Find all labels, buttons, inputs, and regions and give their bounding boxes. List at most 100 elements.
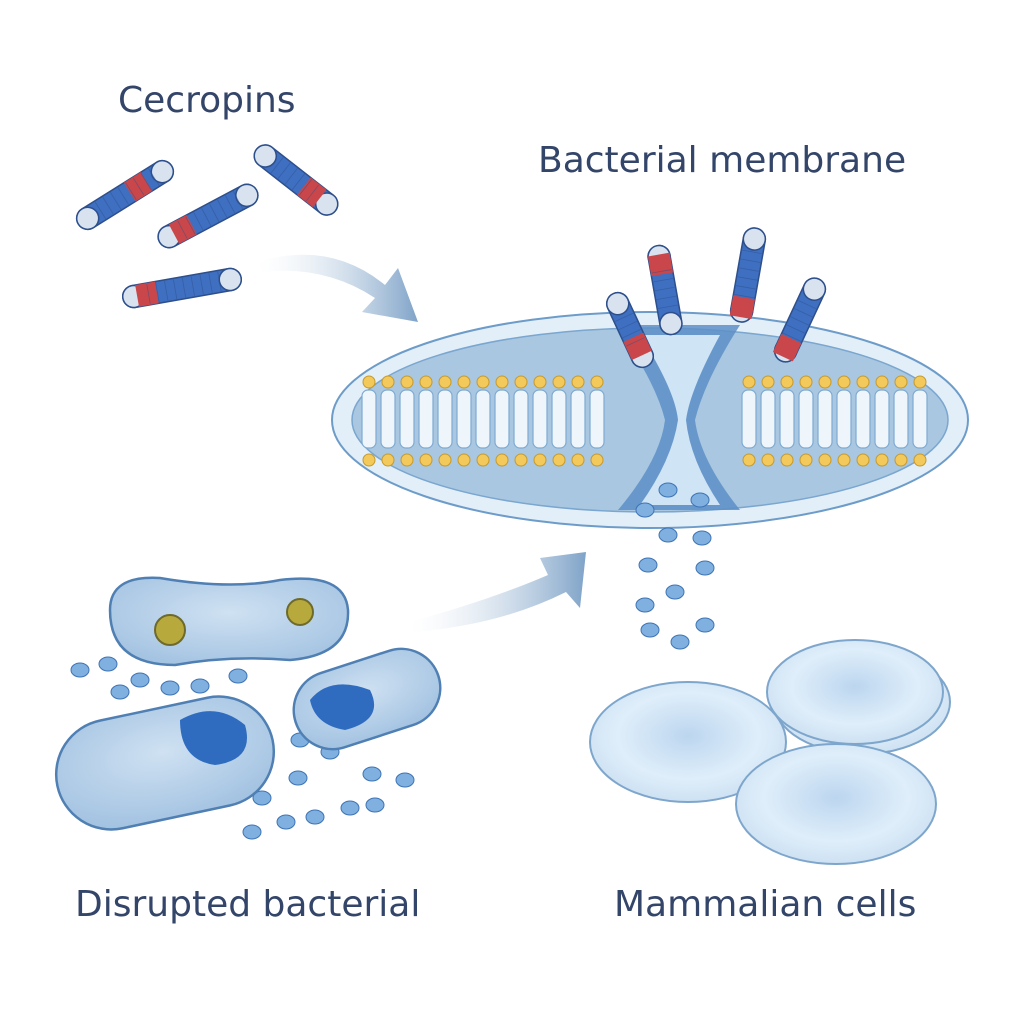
lipid-tail xyxy=(836,389,852,449)
bacterial-membrane xyxy=(331,311,969,529)
released-droplet xyxy=(288,770,308,786)
peptide-segment-line xyxy=(658,304,678,309)
lipid-head xyxy=(552,375,566,389)
lipid-head xyxy=(514,453,528,467)
peptide-segment-line xyxy=(618,320,638,331)
lipid-tail xyxy=(456,389,472,449)
peptide-segment-line xyxy=(125,182,137,200)
peptide-cap xyxy=(605,291,630,316)
lipid-head xyxy=(799,453,813,467)
lipid-tail xyxy=(589,389,605,449)
cecropin-peptide xyxy=(75,159,175,231)
released-droplet xyxy=(670,634,690,650)
lipid-tail xyxy=(513,389,529,449)
released-droplet xyxy=(690,492,710,508)
lipid-head xyxy=(457,453,471,467)
cecropin-peptide xyxy=(157,183,259,249)
lipid-tail xyxy=(437,389,453,449)
lipid-tail xyxy=(798,389,814,449)
released-droplet xyxy=(665,584,685,600)
peptide-segment-line xyxy=(185,216,196,235)
peptide-segment-line xyxy=(653,278,674,283)
released-droplet xyxy=(362,766,382,782)
peptide-red-segment xyxy=(135,281,159,307)
peptide-segment-line xyxy=(208,273,213,293)
released-droplet xyxy=(692,530,712,546)
lipid-head xyxy=(400,453,414,467)
lipid-head xyxy=(476,453,490,467)
lipid-head xyxy=(742,375,756,389)
peptide-segment-line xyxy=(790,316,809,326)
label-cecropins: Cecropins xyxy=(118,80,296,121)
peptide-cap xyxy=(235,183,259,208)
lipid-head xyxy=(419,375,433,389)
released-droplet xyxy=(658,527,678,543)
lipid-tail xyxy=(912,389,928,449)
peptide-segment-line xyxy=(277,162,291,179)
released-droplet xyxy=(638,557,658,573)
peptide-segment-line xyxy=(734,294,755,299)
peptide-segment-line xyxy=(132,177,145,196)
released-droplet xyxy=(98,656,118,672)
peptide-segment-line xyxy=(794,308,813,318)
peptide-cap xyxy=(150,159,175,184)
bacterium-ruptured xyxy=(292,647,442,751)
lipid-head xyxy=(419,453,433,467)
peptide-segment-line xyxy=(140,173,152,191)
bacterium-ruptured xyxy=(54,695,276,831)
lipid-head xyxy=(552,453,566,467)
released-droplet xyxy=(340,800,360,816)
released-droplet xyxy=(228,668,248,684)
released-droplet xyxy=(190,678,210,694)
lipid-head xyxy=(780,375,794,389)
released-droplet xyxy=(110,684,130,700)
lipid-head xyxy=(438,375,452,389)
lipid-head xyxy=(590,453,604,467)
peptide-segment-line xyxy=(172,279,178,300)
cecropin-peptide xyxy=(772,277,827,363)
peptide-segment-line xyxy=(782,332,802,342)
released-droplet xyxy=(635,502,655,518)
peptide-segment-line xyxy=(164,280,169,301)
peptide-segment-line xyxy=(232,191,244,210)
peptide-red-segment xyxy=(647,252,674,277)
peptide-segment-line xyxy=(737,276,758,281)
cecropin-peptide xyxy=(121,267,243,309)
released-droplet xyxy=(276,814,296,830)
lipid-tail xyxy=(532,389,548,449)
membrane-pore xyxy=(615,325,740,510)
peptide-segment-line xyxy=(110,192,122,210)
released-droplet xyxy=(70,662,90,678)
bacterium-granule xyxy=(286,598,314,626)
lipid-head xyxy=(818,453,832,467)
peptide-red-segment xyxy=(623,332,652,361)
lipid-head xyxy=(856,375,870,389)
released-droplet xyxy=(365,797,385,813)
lipid-head xyxy=(780,453,794,467)
lipid-head xyxy=(913,453,927,467)
peptide-cap xyxy=(75,206,100,231)
released-droplet xyxy=(640,622,660,638)
peptide-segment-line xyxy=(306,184,320,202)
lipid-head xyxy=(742,453,756,467)
peptide-segment-line xyxy=(742,249,762,254)
peptide-segment-line xyxy=(740,258,761,263)
mammalian-cell xyxy=(589,681,787,803)
lipid-head xyxy=(818,375,832,389)
cecropin-peptide xyxy=(729,227,767,323)
lipid-head xyxy=(913,375,927,389)
lipid-head xyxy=(495,375,509,389)
peptide-segment-line xyxy=(117,187,129,205)
peptide-segment-line xyxy=(217,199,228,218)
mammalian-cell xyxy=(735,743,937,865)
peptide-segment-line xyxy=(626,337,645,347)
peptide-segment-line xyxy=(201,207,212,226)
released-droplet xyxy=(130,672,150,688)
lipid-tail xyxy=(551,389,567,449)
peptide-segment-line xyxy=(155,282,160,303)
lipid-head xyxy=(381,453,395,467)
peptide-segment-line xyxy=(622,329,641,339)
label-bacterial-membrane: Bacterial membrane xyxy=(538,140,907,181)
lipid-tail xyxy=(570,389,586,449)
